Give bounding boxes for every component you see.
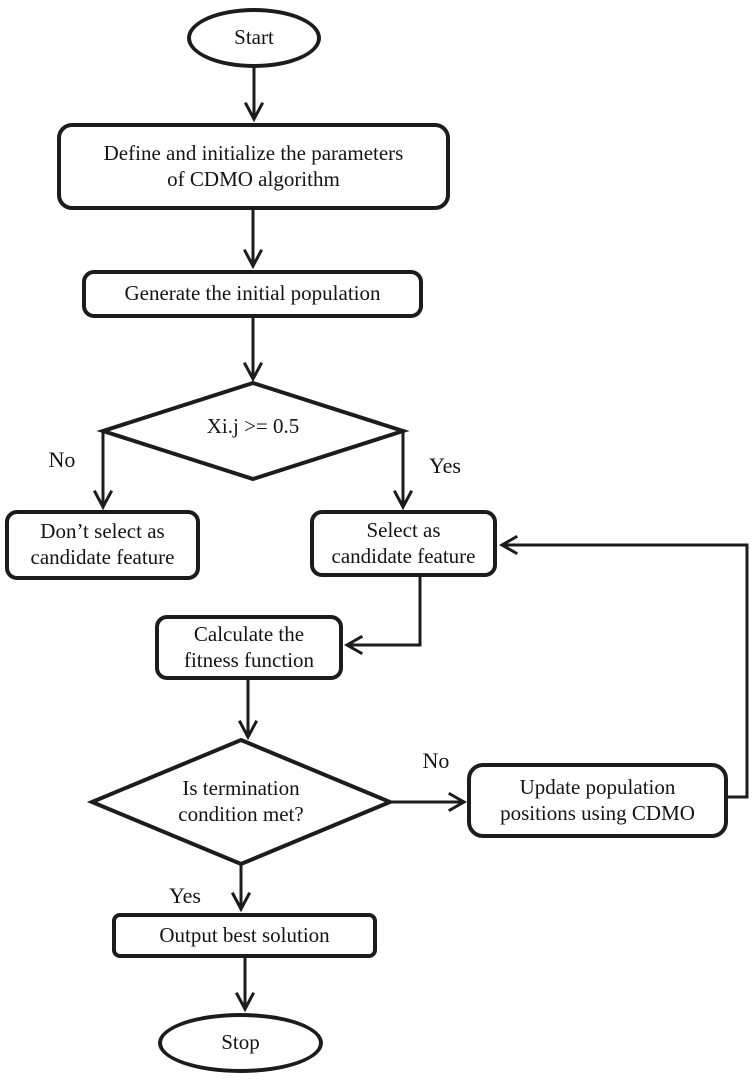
- edge-label-no-decision2: No: [422, 748, 450, 773]
- edge-label-yes-decision1: Yes: [428, 453, 461, 478]
- arrow-output-to-stop: [234, 956, 256, 1013]
- update-positions-node: Update population positions using CDMO: [467, 763, 728, 838]
- output-solution-node: Output best solution: [112, 913, 377, 958]
- dont-select-feature-node: Don’t select as candidate feature: [5, 510, 200, 580]
- calculate-fitness-node: Calculate the fitness function: [155, 615, 343, 680]
- arrow-decision1-no-to-dontselect: [92, 429, 114, 511]
- arrow-generate-to-decision1: [242, 316, 264, 383]
- define-parameters-node: Define and initialize the parameters of …: [57, 123, 450, 210]
- arrow-calculate-to-decision2: [237, 678, 259, 741]
- arrow-select-to-calculate: [343, 575, 422, 656]
- decision1-diamond-shape: [96, 380, 410, 482]
- start-node: Start: [187, 8, 321, 68]
- edge-label-yes-decision2: Yes: [168, 883, 201, 908]
- edge-label-no-decision1: No: [48, 447, 76, 472]
- stop-node: Stop: [158, 1013, 323, 1073]
- arrow-decision2-no-to-update: [388, 791, 468, 813]
- select-feature-node: Select as candidate feature: [310, 510, 497, 577]
- decision1-label: Xi.j >= 0.5: [206, 414, 300, 439]
- arrow-define-to-generate: [242, 208, 264, 270]
- generate-population-node: Generate the initial population: [82, 270, 423, 318]
- arrow-decision1-yes-to-select: [392, 429, 414, 511]
- arrow-start-to-define: [243, 66, 265, 123]
- arrow-update-loop-to-select: [498, 534, 749, 799]
- arrow-decision2-yes-to-output: [230, 862, 252, 913]
- decision2-label: Is termination condition met?: [178, 776, 304, 826]
